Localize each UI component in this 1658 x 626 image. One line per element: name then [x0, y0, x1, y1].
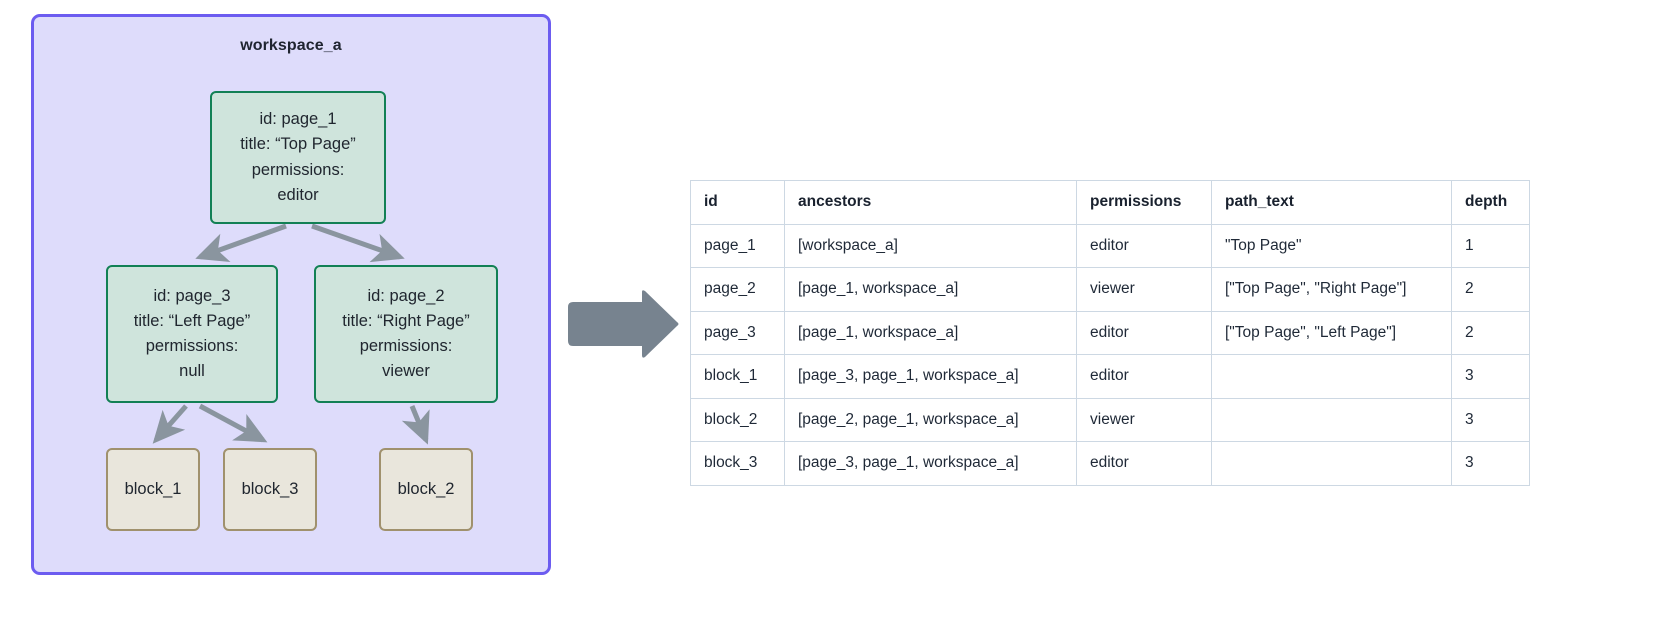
cell-id: page_2: [690, 267, 785, 312]
column-header-ancestors[interactable]: ancestors: [784, 180, 1077, 225]
cell-path-text: "Top Page": [1211, 223, 1452, 268]
column-header-id[interactable]: id: [690, 180, 785, 225]
node-page-3[interactable]: id: page_3 title: “Left Page” permission…: [106, 265, 278, 403]
edge-page1-page3: [195, 223, 287, 262]
cell-ancestors: [page_1, workspace_a]: [784, 310, 1077, 355]
cell-ancestors: [page_2, page_1, workspace_a]: [784, 397, 1077, 442]
node-page-1-perm-label: permissions:: [251, 160, 345, 179]
node-block-3[interactable]: block_3: [223, 448, 317, 531]
column-header-depth[interactable]: depth: [1451, 180, 1530, 225]
edge-page2-block2: [401, 405, 430, 445]
node-block-1-label: block_1: [124, 480, 182, 498]
cell-permissions: editor: [1076, 310, 1212, 355]
node-page-2-id: id: page_2: [367, 286, 445, 305]
cell-ancestors: [page_3, page_1, workspace_a]: [784, 441, 1077, 486]
right-arrow-icon: [568, 290, 679, 358]
node-page-1-id: id: page_1: [259, 110, 337, 129]
node-page-3-perm-label: permissions:: [145, 337, 239, 355]
cell-id: block_3: [690, 441, 785, 486]
node-page-3-perm-value: null: [179, 362, 205, 381]
node-block-2-label: block_2: [397, 480, 455, 498]
ancestors-table: id ancestors permissions path_text depth…: [690, 180, 1530, 486]
node-page-1-perm-value: editor: [277, 185, 319, 204]
cell-id: page_1: [690, 223, 785, 268]
cell-id: page_3: [690, 310, 785, 355]
cell-depth: 2: [1451, 310, 1530, 355]
column-header-path-text[interactable]: path_text: [1211, 180, 1452, 225]
column-header-permissions[interactable]: permissions: [1076, 180, 1212, 225]
table-row[interactable]: page_3 [page_1, workspace_a] editor ["To…: [690, 310, 1530, 355]
cell-id: block_1: [690, 354, 785, 399]
node-page-1-title: title: “Top Page”: [240, 135, 356, 154]
edge-page3-block3: [198, 403, 268, 443]
cell-id: block_2: [690, 397, 785, 442]
workspace-title: workspace_a: [240, 37, 342, 54]
cell-path-text: [1211, 397, 1452, 442]
table-row[interactable]: block_2 [page_2, page_1, workspace_a] vi…: [690, 397, 1530, 442]
node-block-2[interactable]: block_2: [379, 448, 473, 531]
table-row[interactable]: page_2 [page_1, workspace_a] viewer ["To…: [690, 267, 1530, 312]
cell-ancestors: [page_3, page_1, workspace_a]: [784, 354, 1077, 399]
cell-depth: 2: [1451, 267, 1530, 312]
node-block-3-label: block_3: [241, 480, 299, 498]
cell-path-text: [1211, 354, 1452, 399]
table-row[interactable]: block_3 [page_3, page_1, workspace_a] ed…: [690, 441, 1530, 486]
cell-depth: 3: [1451, 397, 1530, 442]
table-row[interactable]: block_1 [page_3, page_1, workspace_a] ed…: [690, 354, 1530, 399]
cell-permissions: editor: [1076, 441, 1212, 486]
cell-permissions: editor: [1076, 223, 1212, 268]
node-block-1[interactable]: block_1: [106, 448, 200, 531]
node-page-3-id: id: page_3: [153, 286, 231, 305]
node-page-2-perm-value: viewer: [382, 362, 430, 381]
cell-ancestors: [workspace_a]: [784, 223, 1077, 268]
table-row[interactable]: page_1 [workspace_a] editor "Top Page" 1: [690, 223, 1530, 268]
cell-ancestors: [page_1, workspace_a]: [784, 267, 1077, 312]
table-header-row: id ancestors permissions path_text depth: [690, 180, 1530, 225]
node-page-2-title: title: “Right Page”: [342, 311, 470, 330]
edge-page1-page2: [311, 223, 405, 263]
node-page-2[interactable]: id: page_2 title: “Right Page” permissio…: [314, 265, 498, 403]
cell-permissions: viewer: [1076, 267, 1212, 312]
cell-permissions: viewer: [1076, 397, 1212, 442]
cell-depth: 1: [1451, 223, 1530, 268]
cell-permissions: editor: [1076, 354, 1212, 399]
cell-path-text: ["Top Page", "Left Page"]: [1211, 310, 1452, 355]
node-page-3-title: title: “Left Page”: [133, 311, 251, 330]
edge-page3-block1: [152, 404, 188, 444]
cell-depth: 3: [1451, 354, 1530, 399]
cell-path-text: [1211, 441, 1452, 486]
cell-path-text: ["Top Page", "Right Page"]: [1211, 267, 1452, 312]
workspace-container: workspace_a id: page_1 title: “Top Page”…: [31, 14, 551, 575]
cell-depth: 3: [1451, 441, 1530, 486]
node-page-2-perm-label: permissions:: [359, 337, 453, 355]
node-page-1[interactable]: id: page_1 title: “Top Page” permissions…: [210, 91, 386, 224]
